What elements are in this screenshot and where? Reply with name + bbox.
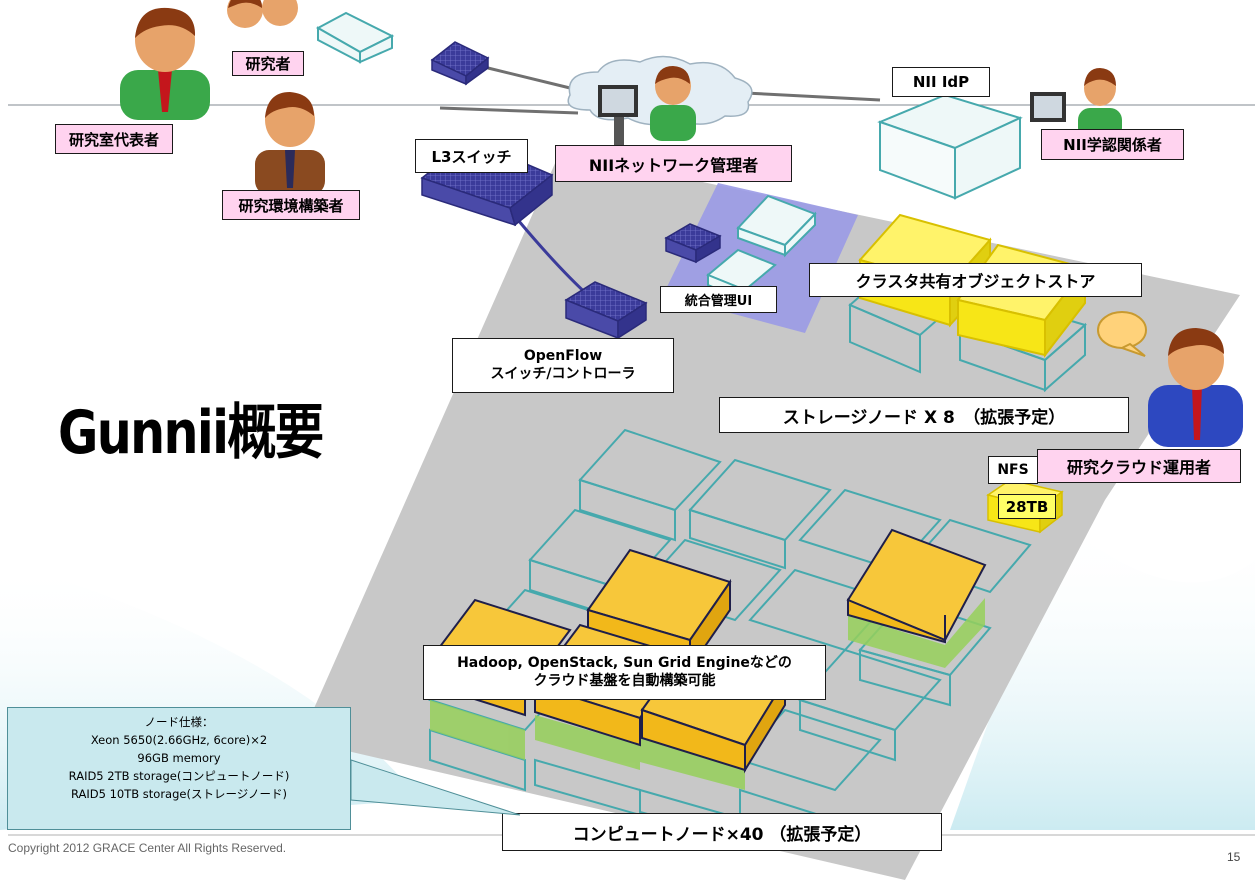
label-lab-representative: 研究室代表者	[55, 124, 173, 154]
label-object-store: クラスタ共有オブジェクトストア	[809, 263, 1142, 297]
openflow-switch-device	[564, 281, 648, 340]
label-auto-build-line1: Hadoop, OpenStack, Sun Grid Engineなどの	[457, 655, 792, 671]
label-l3-switch: L3スイッチ	[415, 139, 528, 173]
label-nii-idp: NII IdP	[892, 67, 990, 97]
cloud-operator-avatar	[1097, 311, 1243, 447]
label-openflow-line1: OpenFlow	[523, 348, 603, 364]
label-auto-build: Hadoop, OpenStack, Sun Grid Engineなどの クラ…	[423, 645, 826, 700]
network-line	[487, 66, 571, 90]
lab-representative-avatar	[120, 7, 210, 120]
node-spec-box: ノード仕様： Xeon 5650(2.66GHz, 6core)×2 96GB …	[7, 707, 351, 830]
label-auto-build-line2: クラウド基盤を自動構築可能	[533, 672, 716, 689]
label-nfs-capacity: 28TB	[998, 494, 1056, 519]
background-wave	[950, 520, 1255, 830]
label-compute-nodes: コンピュートノード×40 （拡張予定）	[502, 813, 942, 851]
label-researcher: 研究者	[232, 51, 304, 76]
copyright-notice: Copyright 2012 GRACE Center All Rights R…	[8, 841, 287, 855]
spec-line: Xeon 5650(2.66GHz, 6core)×2	[90, 733, 268, 747]
label-env-builder: 研究環境構築者	[222, 190, 360, 220]
label-integrated-ui: 統合管理UI	[660, 286, 777, 313]
nii-idp-server	[877, 93, 1023, 200]
node-storage-layer	[430, 598, 985, 790]
edge-switch-device	[430, 41, 490, 86]
slide-title: Gunnii概要	[58, 398, 324, 468]
researcher-server	[315, 11, 395, 64]
env-builder-avatar	[255, 92, 325, 195]
label-openflow: OpenFlow スイッチ/コントローラ	[452, 338, 674, 393]
label-nii-gakunin: NII学認関係者	[1041, 129, 1184, 160]
page-number: 15	[1227, 850, 1241, 864]
label-openflow-line2: スイッチ/コントローラ	[490, 365, 636, 382]
researcher-avatars	[227, 0, 298, 28]
label-nii-network-admin: NIIネットワーク管理者	[555, 145, 792, 182]
spec-line: ノード仕様：	[144, 715, 214, 729]
spec-line: 96GB memory	[137, 751, 221, 765]
spec-line: RAID5 10TB storage(ストレージノード)	[70, 787, 287, 801]
network-admin-avatar	[598, 66, 696, 147]
label-storage-nodes: ストレージノード X 8 （拡張予定）	[719, 397, 1129, 433]
network-line	[439, 106, 579, 115]
label-cloud-operator: 研究クラウド運用者	[1037, 449, 1241, 483]
management-switch-device	[664, 223, 722, 264]
spec-line: RAID5 2TB storage(コンピュートノード)	[68, 769, 290, 783]
network-line	[744, 91, 881, 102]
label-nfs: NFS	[988, 456, 1038, 484]
